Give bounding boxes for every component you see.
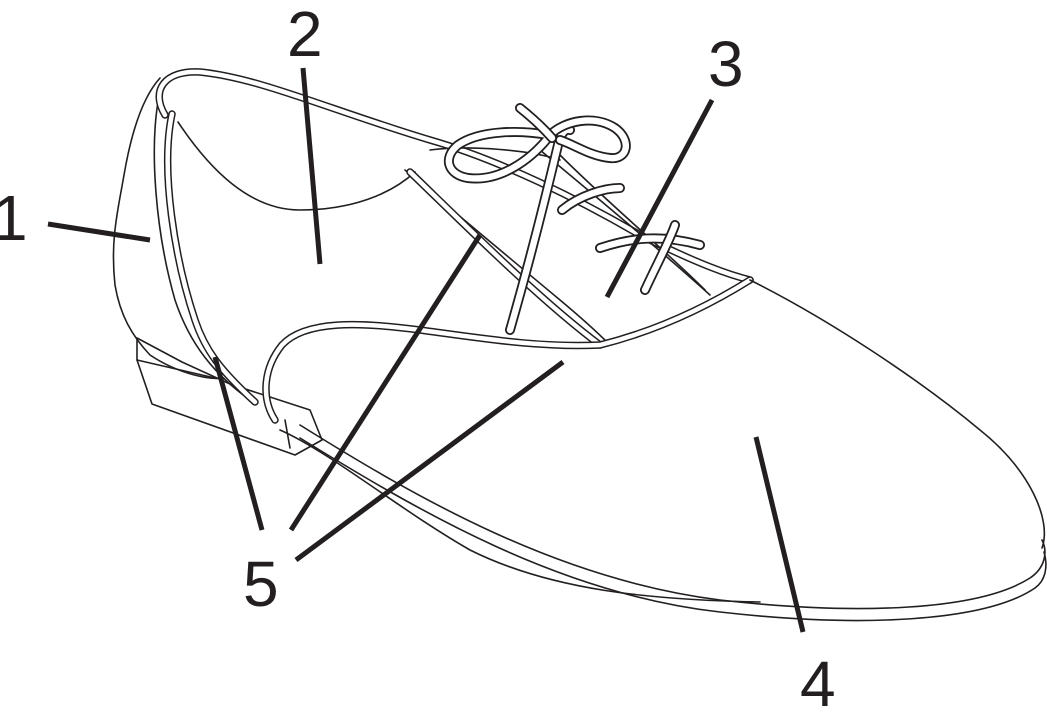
leader-lines	[47, 67, 806, 633]
label-4: 4	[800, 648, 836, 720]
label-1: 1	[0, 182, 28, 254]
leader-3	[604, 98, 715, 299]
sole	[299, 424, 1047, 622]
label-2: 2	[287, 0, 323, 70]
leader-5c	[294, 359, 565, 563]
leader-4	[753, 436, 806, 633]
label-5: 5	[243, 548, 279, 620]
leader-5b	[288, 233, 483, 532]
laces	[443, 103, 705, 335]
label-3: 3	[708, 28, 744, 100]
leader-2	[300, 67, 323, 265]
eyelet-facing	[406, 168, 604, 349]
vamp-welt	[262, 276, 754, 424]
leader-1	[47, 221, 151, 243]
leader-5a	[212, 356, 265, 531]
tongue	[429, 147, 711, 296]
